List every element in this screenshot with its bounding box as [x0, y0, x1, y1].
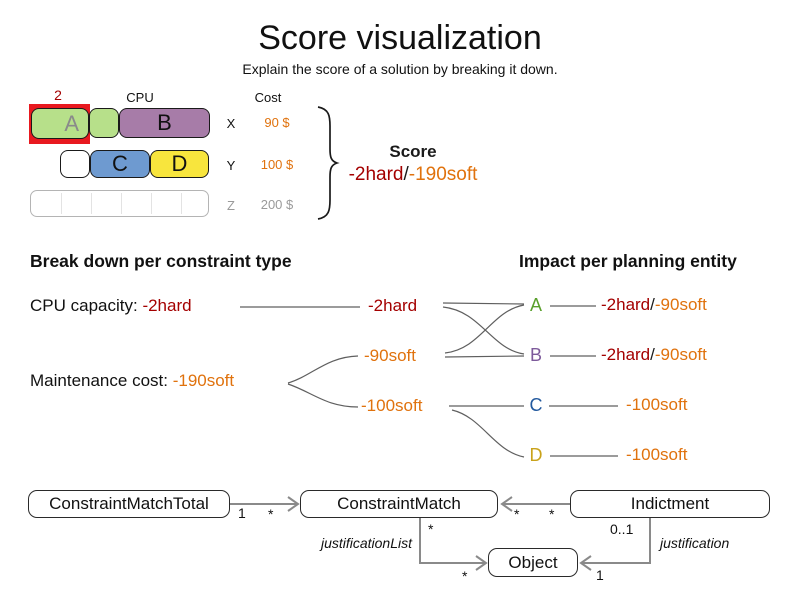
- process-a-block[interactable]: A: [31, 108, 89, 139]
- grid-divider: [151, 193, 152, 214]
- impact-heading: Impact per planning entity: [519, 251, 737, 271]
- process-c-block[interactable]: C: [90, 150, 150, 178]
- process-a-extra-block[interactable]: [89, 108, 119, 138]
- overload-count-label: 2: [54, 87, 62, 103]
- maintenance-cost-row: Maintenance cost: -190soft: [30, 371, 234, 391]
- cm-obj-multiplicity-near: *: [462, 568, 468, 584]
- justification-role-label: justification: [660, 535, 730, 551]
- process-c-label: C: [112, 151, 128, 176]
- mid-value-2hard: -2hard: [368, 296, 418, 315]
- entity-b-sep: /: [650, 345, 655, 364]
- mid-value-100soft: -100soft: [361, 396, 423, 415]
- page-subtitle: Explain the score of a solution by break…: [242, 61, 558, 77]
- class-constraint-match-label: ConstraintMatch: [337, 494, 461, 513]
- maintenance-cost-value: -190soft: [172, 371, 235, 390]
- cm-obj-multiplicity-top: *: [428, 521, 434, 537]
- score-panel-value: -2hard/-190soft: [325, 164, 501, 186]
- entity-d-score: -100soft: [626, 445, 688, 464]
- empty-slot-block[interactable]: [60, 150, 90, 178]
- ind-cm-multiplicity-right: *: [549, 506, 555, 522]
- entity-b-hard: -2hard: [601, 345, 651, 364]
- entity-b-label: B: [529, 345, 542, 365]
- class-constraint-match-total-label: ConstraintMatchTotal: [49, 494, 209, 513]
- justification-list-role-label: justificationList: [320, 535, 412, 551]
- entity-a-soft: -90soft: [654, 295, 707, 314]
- cost-column-header: Cost: [254, 90, 282, 105]
- process-b-label: B: [157, 110, 172, 135]
- machine-z-label: Z: [227, 198, 235, 213]
- process-d-block[interactable]: D: [150, 150, 209, 178]
- class-indictment[interactable]: Indictment: [570, 490, 770, 518]
- ind-obj-multiplicity-top: 0..1: [610, 521, 634, 537]
- class-object[interactable]: Object: [488, 548, 578, 577]
- score-panel-title: Score: [389, 142, 437, 161]
- cmt-cm-multiplicity-one: 1: [238, 505, 246, 521]
- entity-c-score: -100soft: [626, 395, 688, 414]
- class-constraint-match[interactable]: ConstraintMatch: [300, 490, 498, 518]
- grid-divider: [91, 193, 92, 214]
- grid-divider: [61, 193, 62, 214]
- cpu-capacity-row: CPU capacity: -2hard: [30, 296, 192, 316]
- page-title: Score visualization: [258, 19, 542, 57]
- entity-d-label: D: [529, 445, 543, 465]
- process-b-block[interactable]: B: [119, 108, 210, 138]
- entity-a-label: A: [529, 295, 542, 315]
- cmt-cm-multiplicity-many: *: [268, 506, 274, 522]
- entity-b-soft: -90soft: [654, 345, 707, 364]
- mid-value-90soft: -90soft: [364, 346, 416, 365]
- machine-x-cost: 90 $: [264, 115, 290, 130]
- class-indictment-label: Indictment: [630, 494, 710, 513]
- ind-obj-multiplicity-near: 1: [596, 567, 604, 583]
- machine-z-cost: 200 $: [260, 197, 294, 212]
- cpu-column-header: CPU: [126, 90, 154, 105]
- entity-a-score: -2hard/-90soft: [601, 295, 707, 315]
- score-soft-part: -190soft: [408, 164, 478, 185]
- brace-shape: [317, 106, 340, 220]
- breakdown-heading: Break down per constraint type: [30, 251, 292, 271]
- process-a-label: A: [64, 110, 79, 136]
- machine-y-label: Y: [226, 158, 236, 173]
- entity-a-hard: -2hard: [601, 295, 651, 314]
- cpu-capacity-value: -2hard: [142, 296, 192, 315]
- machine-z-empty-track[interactable]: [30, 190, 209, 217]
- machine-y-cost: 100 $: [260, 157, 294, 172]
- grid-divider: [181, 193, 182, 214]
- grid-divider: [121, 193, 122, 214]
- maintenance-cost-label: Maintenance cost:: [30, 371, 173, 390]
- class-constraint-match-total[interactable]: ConstraintMatchTotal: [28, 490, 230, 518]
- process-d-label: D: [171, 151, 188, 176]
- ind-cm-multiplicity-left: *: [514, 506, 520, 522]
- entity-c-label: C: [529, 395, 543, 415]
- entity-a-sep: /: [650, 295, 655, 314]
- class-object-label: Object: [508, 552, 558, 572]
- entity-b-score: -2hard/-90soft: [601, 345, 707, 365]
- cpu-capacity-label: CPU capacity:: [30, 296, 143, 315]
- machine-x-label: X: [226, 116, 236, 131]
- score-hard-part: -2hard: [348, 164, 404, 185]
- score-separator: /: [403, 164, 409, 185]
